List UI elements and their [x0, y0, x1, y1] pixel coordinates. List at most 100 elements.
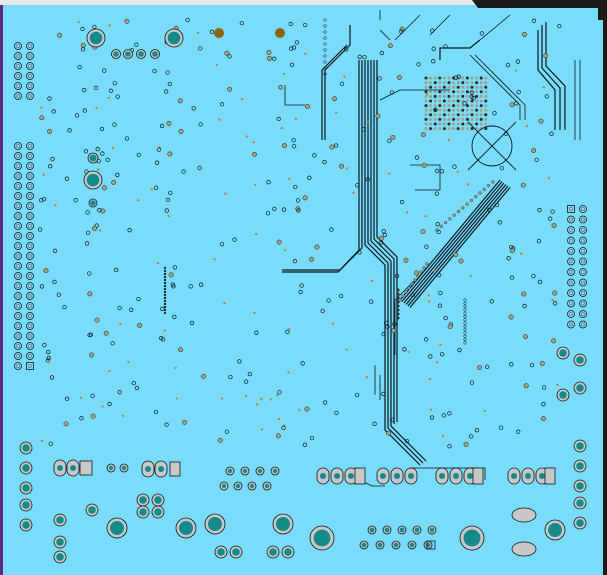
pad-core — [154, 496, 162, 504]
via — [90, 393, 95, 398]
connector-hole — [70, 465, 76, 471]
mounting-pad-core — [463, 529, 481, 547]
via — [153, 185, 159, 190]
via — [127, 228, 132, 233]
pad-core — [576, 499, 584, 507]
via — [381, 391, 386, 397]
via-small — [435, 361, 439, 364]
header-pin-hole — [28, 264, 32, 268]
bga-ball — [461, 113, 465, 117]
via — [492, 111, 497, 116]
bga-ball — [465, 90, 469, 94]
via — [281, 207, 287, 212]
via — [333, 143, 339, 148]
diagonal-via — [461, 206, 465, 210]
via-small — [429, 408, 433, 411]
connector-pad-square — [472, 467, 484, 485]
via — [457, 347, 462, 353]
pad-core — [22, 521, 30, 529]
via — [323, 400, 328, 405]
bga-ball — [429, 117, 433, 121]
via — [456, 74, 461, 79]
header-pin-hole — [28, 234, 32, 238]
via-small — [224, 192, 227, 195]
column-via — [163, 299, 167, 303]
via-plated — [391, 328, 396, 334]
via-small — [298, 408, 301, 411]
column-via — [463, 324, 467, 328]
via — [414, 155, 420, 160]
bga-ball — [433, 113, 437, 117]
connector-hole — [525, 473, 531, 479]
connector-pad-square — [79, 460, 93, 476]
via-small — [163, 329, 166, 332]
via-plated — [531, 148, 537, 153]
via-small — [551, 299, 554, 302]
via — [389, 90, 395, 95]
via — [158, 336, 164, 341]
bga-ball — [479, 104, 483, 108]
column-via — [323, 24, 327, 28]
bga-ball — [438, 117, 442, 121]
via — [266, 180, 271, 185]
via — [198, 46, 203, 51]
diagonal-via — [413, 278, 417, 282]
via — [39, 198, 44, 203]
diagonal-via — [452, 213, 456, 217]
bga-ball — [484, 90, 488, 94]
pad-core — [108, 465, 114, 471]
via-small — [441, 435, 445, 438]
via — [541, 385, 547, 390]
via — [82, 108, 87, 113]
bga-ball — [452, 113, 456, 117]
via — [385, 324, 390, 329]
bga-ball — [433, 122, 437, 126]
bga-ball — [452, 104, 456, 108]
column-via — [463, 331, 467, 335]
header-pin-hole — [16, 314, 20, 318]
via — [441, 413, 446, 418]
header-pin — [14, 82, 22, 90]
via — [379, 50, 385, 56]
bga-ball — [447, 113, 451, 117]
via — [288, 21, 293, 27]
via — [428, 354, 433, 359]
pad-core — [264, 483, 270, 489]
via-plated — [276, 239, 282, 245]
header-pin-hole — [28, 254, 32, 258]
via — [469, 90, 475, 95]
header-pin-hole — [16, 304, 20, 308]
column-via — [163, 278, 167, 282]
mounting-pad-core — [90, 200, 96, 206]
via — [181, 169, 186, 174]
bga-ball — [447, 94, 451, 98]
bga-ball — [456, 108, 460, 112]
via-small — [107, 96, 110, 99]
header-pin — [26, 232, 34, 240]
header-pin — [579, 205, 587, 213]
via — [50, 157, 55, 162]
header-pin — [26, 202, 34, 210]
via-plated — [137, 322, 142, 328]
via-plated — [100, 208, 106, 214]
column-via — [163, 269, 167, 273]
via — [97, 208, 102, 213]
via — [56, 292, 61, 297]
via — [272, 56, 277, 61]
header-pin — [26, 182, 34, 190]
column-via — [463, 301, 467, 305]
via — [115, 172, 120, 178]
via — [77, 64, 82, 70]
via-small — [40, 106, 43, 109]
via — [117, 390, 122, 395]
connector-hole — [511, 473, 517, 479]
via-plated — [522, 32, 527, 37]
column-via — [323, 54, 327, 58]
column-via — [396, 316, 400, 320]
bga-ball — [452, 99, 456, 103]
diagonal-via — [398, 298, 402, 302]
via — [37, 227, 43, 232]
via — [431, 46, 436, 51]
